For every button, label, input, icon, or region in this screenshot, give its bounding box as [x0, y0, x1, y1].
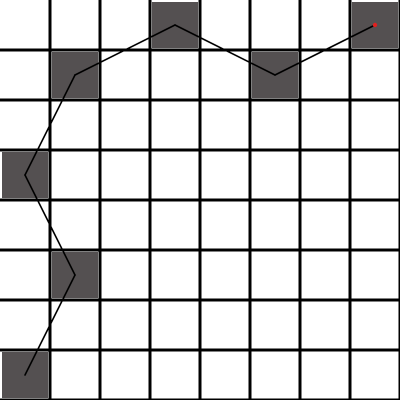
path-segment	[274, 24, 376, 76]
path-segment	[174, 24, 276, 76]
path-segment	[24, 174, 76, 276]
path-segment	[24, 74, 76, 176]
path-segment	[24, 274, 76, 376]
path-end-marker	[372, 22, 378, 28]
path-layer	[24, 22, 378, 376]
path-segment	[74, 24, 176, 76]
